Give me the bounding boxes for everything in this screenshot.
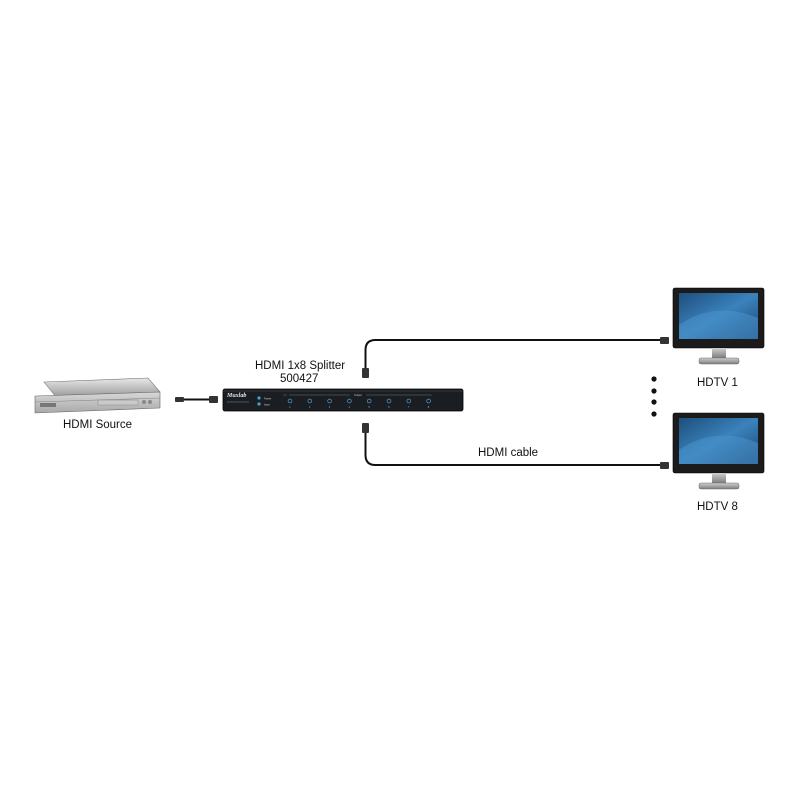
ellipsis-dots — [651, 376, 657, 417]
hdtv-1-label: HDTV 1 — [697, 377, 738, 389]
output-port-label-8: 8 — [428, 406, 430, 409]
output-port-1 — [287, 398, 293, 404]
output-port-label-3: 3 — [329, 406, 331, 409]
cable-to-hdtv-1 — [362, 337, 669, 378]
hdtv-1-monitor — [672, 287, 765, 365]
output-port-label-7: 7 — [408, 406, 410, 409]
output-port-2 — [307, 398, 313, 404]
hdmi-cable-to-hdtv-8 — [362, 423, 669, 469]
output-port-label-2: 2 — [309, 406, 311, 409]
output-port-4 — [347, 398, 352, 404]
hdtv-8-monitor — [672, 412, 765, 490]
output-port-6 — [386, 398, 392, 404]
output-port-7 — [406, 398, 412, 404]
splitter-brand: Muxlab — [226, 393, 246, 399]
hdmi-source-device — [34, 377, 161, 414]
output-port-label-1: 1 — [289, 406, 291, 409]
hdtv-8-label: HDTV 8 — [697, 501, 738, 513]
source-cable — [175, 396, 218, 403]
hdmi-cable-label: HDMI cable — [478, 447, 539, 459]
output-port-label-5: 5 — [368, 406, 370, 409]
splitter-outputs-label: Output — [354, 393, 362, 397]
splitter-model-label: 500427 — [280, 373, 319, 385]
output-port-label-4: 4 — [349, 406, 351, 409]
source-label: HDMI Source — [63, 419, 133, 431]
splitter-name-label: HDMI 1x8 Splitter — [255, 360, 346, 372]
output-port-3 — [327, 398, 332, 404]
splitter-power-label: Power — [264, 397, 271, 401]
splitter-output-ports: 1 2 3 4 5 6 7 8 — [287, 398, 431, 409]
output-port-8 — [426, 398, 431, 404]
output-port-label-6: 6 — [388, 406, 390, 409]
output-port-5 — [366, 398, 372, 404]
splitter-input-label: Input — [264, 403, 270, 407]
hdmi-splitter-device: Muxlab Power Input Output 1 2 3 4 5 6 7 8 — [222, 388, 464, 412]
